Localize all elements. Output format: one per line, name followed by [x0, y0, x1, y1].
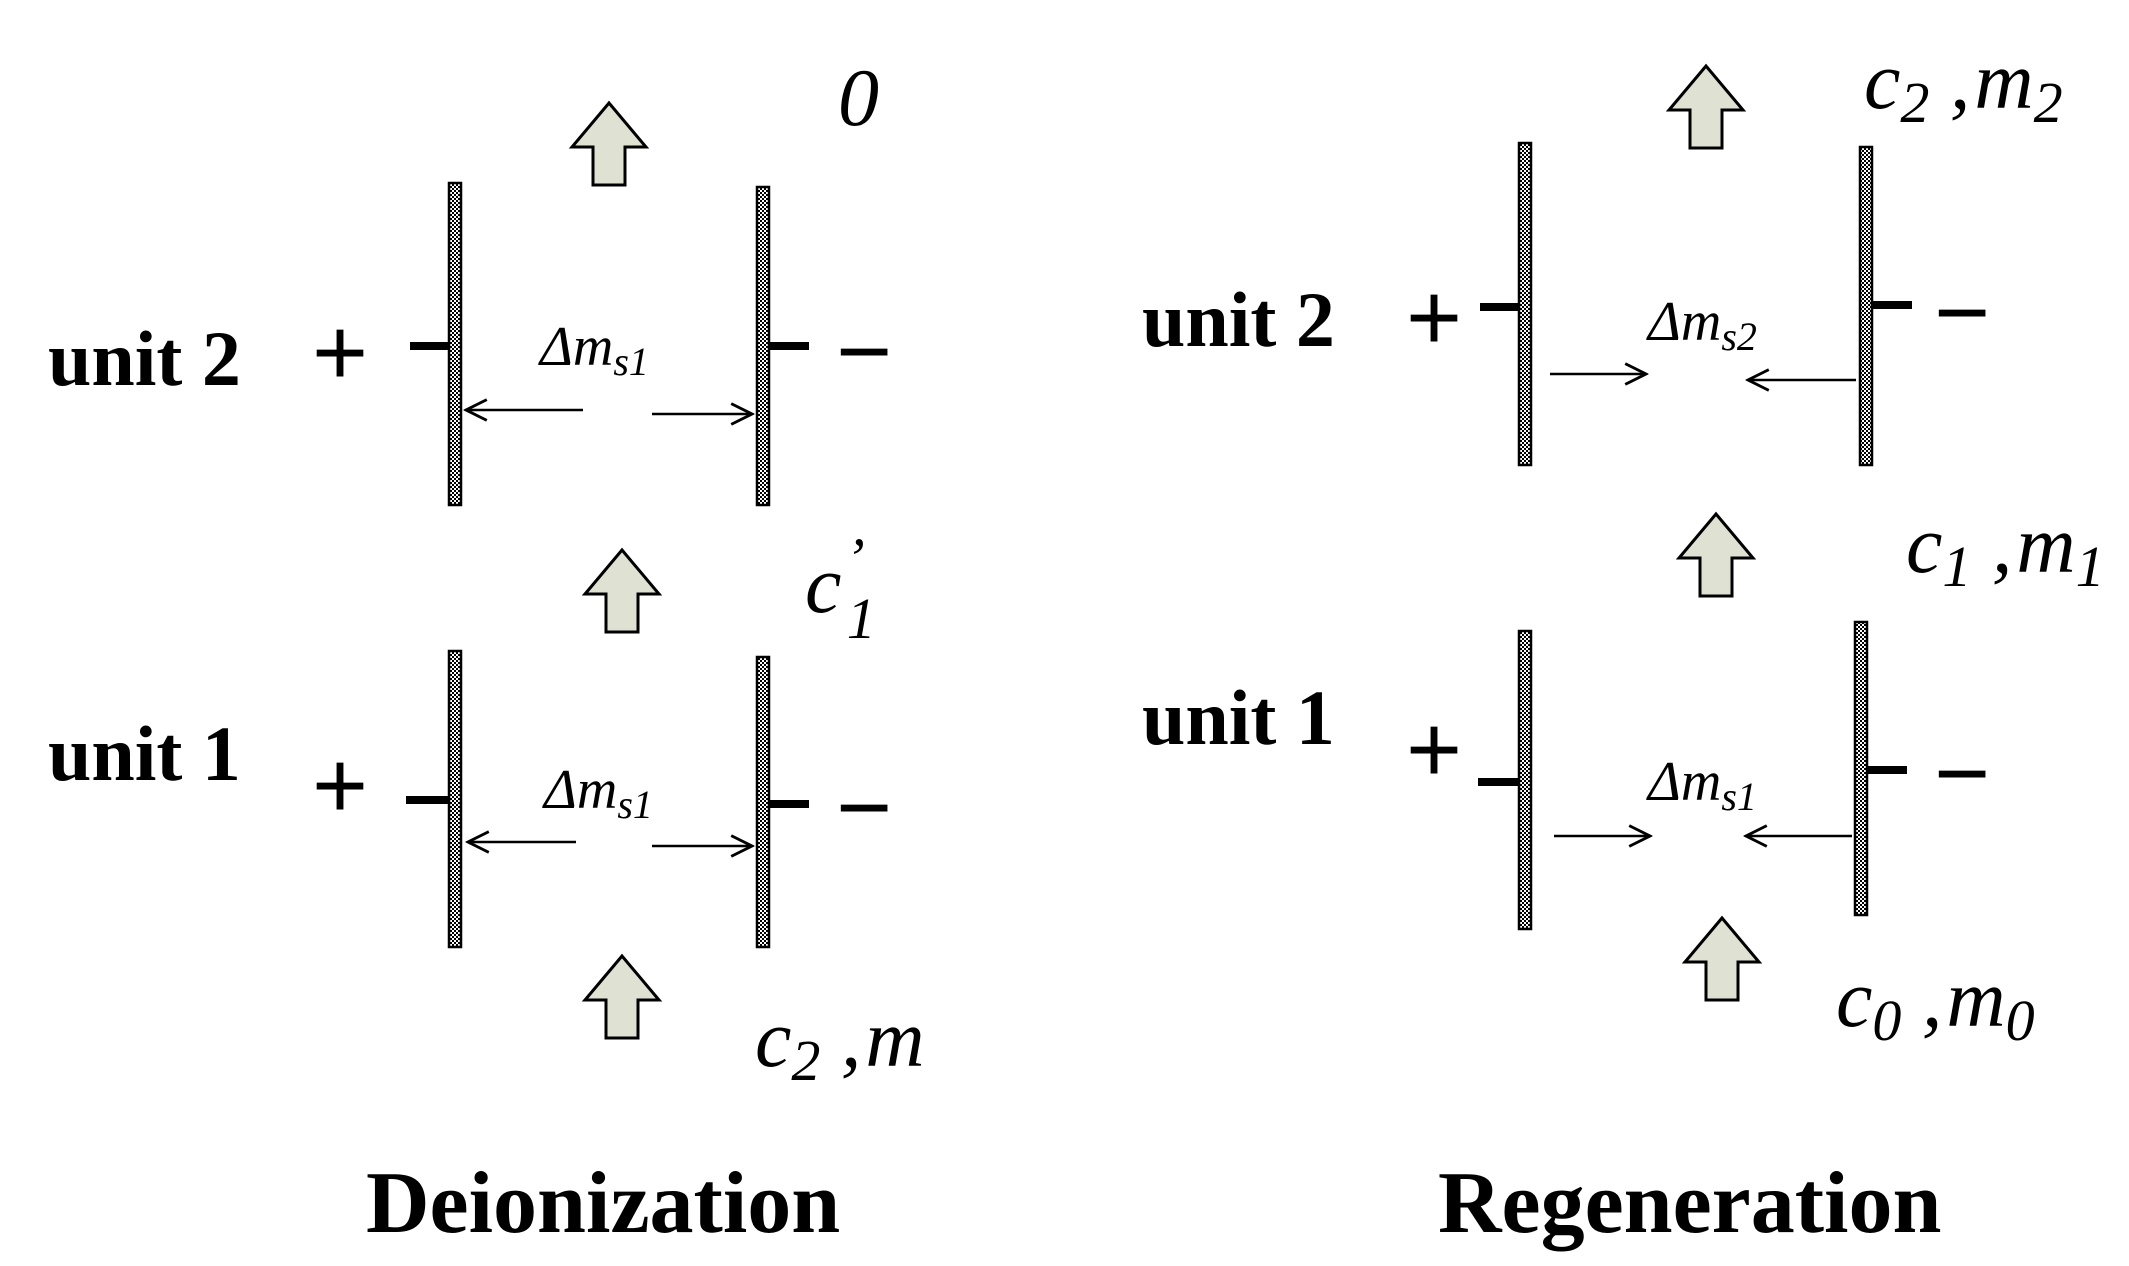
- anode-electrode: [1517, 141, 1533, 467]
- inlet-stream-label: c0 ,m0: [1836, 953, 2035, 1053]
- flow-arrow-middle-icon: [581, 547, 663, 634]
- regeneration-panel: unit 2 + − Δms2 unit 1 + − Δms1: [1142, 35, 2105, 1252]
- unit-1-cell: unit 1 + − Δms1: [1142, 620, 1990, 931]
- outlet-concentration-label: 0: [838, 52, 879, 143]
- salt-transfer-label: Δms1: [1646, 751, 1757, 819]
- unit-1-label: unit 1: [1142, 674, 1335, 761]
- unit-2-label: unit 2: [48, 315, 241, 402]
- flow-arrow-middle-icon: [1675, 511, 1757, 598]
- flow-arrow-outlet-icon: [568, 100, 650, 187]
- flow-arrow-outlet-icon: [1665, 63, 1747, 150]
- unit-1-cell: unit 1 + − Δms1: [48, 649, 892, 949]
- salt-transfer-label: Δms2: [1646, 291, 1757, 359]
- cathode-electrode: [1858, 145, 1874, 467]
- unit-2-cell: unit 2 + − Δms2: [1142, 141, 1990, 467]
- negative-sign: −: [1934, 720, 1990, 827]
- flow-arrow-inlet-icon: [1681, 915, 1763, 1002]
- intermediate-concentration-label: c’1: [805, 526, 876, 651]
- unit-2-cell: unit 2 + − Δms1: [48, 181, 892, 507]
- positive-sign: +: [1406, 264, 1462, 371]
- positive-sign: +: [312, 299, 368, 406]
- regeneration-caption: Regeneration: [1438, 1155, 1941, 1252]
- negative-sign: −: [1934, 259, 1990, 366]
- cathode-electrode: [755, 185, 771, 507]
- cathode-electrode: [755, 655, 771, 949]
- outlet-stream-label: c2 ,m2: [1864, 35, 2063, 135]
- anode-electrode: [1517, 629, 1533, 931]
- flow-arrow-inlet-icon: [581, 953, 663, 1040]
- negative-sign: −: [836, 754, 892, 861]
- inlet-stream-label: c2 ,m: [755, 993, 925, 1093]
- deionization-caption: Deionization: [366, 1155, 840, 1252]
- salt-transfer-label: Δms1: [542, 759, 653, 827]
- salt-transfer-label: Δms1: [538, 316, 649, 384]
- positive-sign: +: [312, 732, 368, 839]
- anode-electrode: [447, 181, 463, 507]
- cathode-electrode: [1853, 620, 1869, 917]
- positive-sign: +: [1406, 696, 1462, 803]
- unit-2-label: unit 2: [1142, 276, 1335, 363]
- deionization-panel: unit 2 + − Δms1 unit 1 + − Δms1: [48, 52, 925, 1252]
- anode-electrode: [447, 649, 463, 949]
- negative-sign: −: [836, 298, 892, 405]
- intermediate-stream-label: c1 ,m1: [1906, 499, 2105, 599]
- unit-1-label: unit 1: [48, 710, 241, 797]
